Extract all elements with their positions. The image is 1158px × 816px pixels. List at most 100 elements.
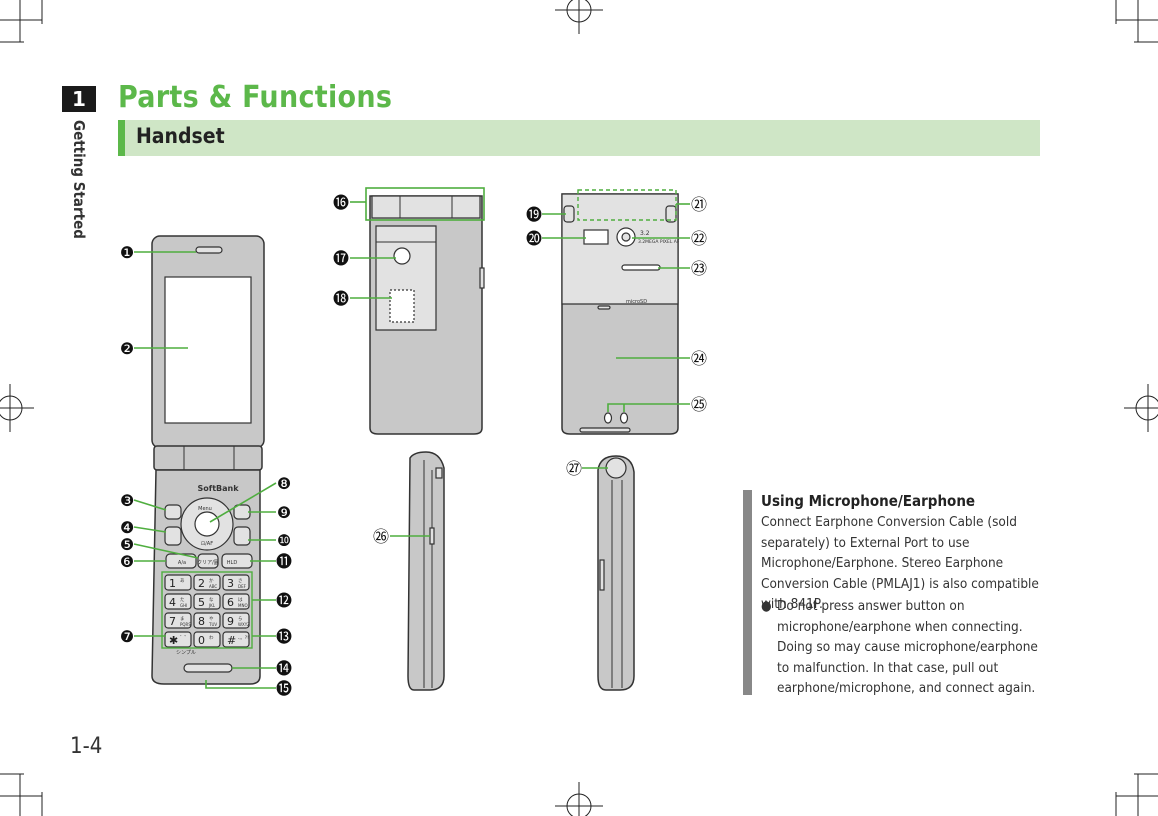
keypad-key xyxy=(193,612,221,629)
keypad-key-kana: た xyxy=(180,597,185,603)
note-bullet: ● Do not press answer button on micropho… xyxy=(761,596,1046,699)
keypad-key-latin: JKL xyxy=(208,603,216,608)
callout-number: ㉑ xyxy=(691,195,707,214)
callout-number: ❾ xyxy=(277,503,291,522)
svg-text:⊡/AF: ⊡/AF xyxy=(201,541,213,547)
keypad-key-kana: ら xyxy=(238,616,243,622)
callout-number: ⓯ xyxy=(276,679,292,698)
leader-lines xyxy=(133,201,690,689)
keypad-key xyxy=(164,593,192,610)
svg-text:A/a: A/a xyxy=(178,560,186,566)
keypad-key xyxy=(222,574,250,591)
callout-number: ⓱ xyxy=(333,249,349,268)
keypad-key-latin: DEF xyxy=(238,584,247,589)
callout-number: ⓫ xyxy=(276,552,292,571)
keypad-key-kana: か xyxy=(209,577,214,584)
svg-text:microSD: microSD xyxy=(626,299,647,305)
callout-number: ❿ xyxy=(277,531,291,550)
chapter-number: 1 xyxy=(62,86,96,112)
callout-number: ❽ xyxy=(277,474,291,493)
keypad-key-label: 5 xyxy=(198,596,205,609)
note-accent xyxy=(743,490,752,695)
keypad-key-label: 4 xyxy=(169,596,176,609)
svg-text:シンプル: シンプル xyxy=(176,650,196,656)
section-title: Handset xyxy=(136,124,225,148)
callout-number: ㉗ xyxy=(566,459,582,478)
callout-number: ⓭ xyxy=(276,627,292,646)
callout-number: ❸ xyxy=(120,491,134,510)
svg-text:3.2MEGA PIXEL AF: 3.2MEGA PIXEL AF xyxy=(638,239,680,245)
keypad-key xyxy=(222,612,250,629)
keypad-key-label: 2 xyxy=(198,577,205,590)
bullet-text: Do not press answer button on microphone… xyxy=(777,598,1038,697)
keypad-key-kana: ゛゜ xyxy=(180,634,189,641)
page-number: 1-4 xyxy=(70,734,103,759)
callout-number: ㉒ xyxy=(691,229,707,248)
keypad-key-label: # xyxy=(227,634,236,647)
right-side-view xyxy=(597,455,635,691)
callout-number: ❶ xyxy=(120,243,134,262)
callout-number: ❻ xyxy=(120,552,134,571)
keypad-key-kana: な xyxy=(209,596,214,603)
brand-label: SoftBank xyxy=(197,484,239,493)
callout-number: ⓰ xyxy=(333,193,349,212)
note-body: Connect Earphone Conversion Cable (sold … xyxy=(761,514,1039,613)
keypad-key-kana: は xyxy=(238,597,243,603)
svg-text:クリア/圓: クリア/圓 xyxy=(197,560,219,566)
keypad-key-label: 9 xyxy=(227,615,234,628)
battery-back-view: 3.2 3.2MEGA PIXEL AF microSD xyxy=(561,193,680,435)
keypad-key-label: 3 xyxy=(227,577,234,590)
section-accent xyxy=(118,120,125,156)
callout-number: ⓳ xyxy=(526,205,542,224)
keypad-key-label: 6 xyxy=(227,596,234,609)
keypad-key xyxy=(164,612,192,629)
keypad-key xyxy=(222,593,250,610)
keypad-key xyxy=(164,574,192,591)
keypad-key-label: 0 xyxy=(198,634,205,647)
keypad-key-kana: あ xyxy=(180,578,185,584)
callout-number: ⓲ xyxy=(333,289,349,308)
keypad-key-latin: GHI xyxy=(180,603,187,608)
keypad-key-kana: ま xyxy=(180,616,185,622)
callout-number: ⓬ xyxy=(276,591,292,610)
keypad-key-latin: MNO xyxy=(238,603,248,608)
keypad-key xyxy=(222,631,250,648)
keypad-key-latin: WXYZ xyxy=(238,622,250,627)
callout-number: ⓴ xyxy=(526,229,542,248)
keypad-key-latin: ABC xyxy=(209,584,217,589)
keypad-key-label: 1 xyxy=(169,577,176,590)
keypad-key-kana: や xyxy=(209,615,214,622)
svg-text:3.2: 3.2 xyxy=(640,230,650,237)
callout-number: ㉔ xyxy=(691,349,707,368)
callout-number: ❺ xyxy=(120,535,134,554)
keypad-key-label: ✱ xyxy=(169,634,178,647)
callout-number: ㉕ xyxy=(691,395,707,414)
bullet-marker: ● xyxy=(761,598,772,614)
keypad-key-latin: PQRS xyxy=(180,622,191,627)
page-title: Parts & Functions xyxy=(118,80,393,115)
left-side-view xyxy=(407,451,445,691)
callout-number: ㉖ xyxy=(373,527,389,546)
section-header xyxy=(118,120,1040,156)
closed-back-view xyxy=(369,195,485,435)
svg-text:Menu: Menu xyxy=(198,506,212,512)
keypad-key-kana: さ xyxy=(238,577,243,584)
keypad-key xyxy=(193,631,221,648)
callout-number: ❷ xyxy=(120,339,134,358)
callout-number: ⓮ xyxy=(276,659,292,678)
keypad-key-kana: わ xyxy=(209,634,214,641)
keypad-key-latin: TUV xyxy=(208,622,217,627)
keypad-key-label: 7 xyxy=(169,615,176,628)
keypad-key xyxy=(164,631,192,648)
callout-number: ❼ xyxy=(120,627,134,646)
keypad-key-label: 8 xyxy=(198,615,205,628)
chapter-title: Getting Started xyxy=(70,120,88,239)
note-title: Using Microphone/Earphone xyxy=(761,492,976,510)
svg-text:HLD: HLD xyxy=(227,560,238,566)
keypad-key-kana: 、。?! xyxy=(238,635,249,641)
